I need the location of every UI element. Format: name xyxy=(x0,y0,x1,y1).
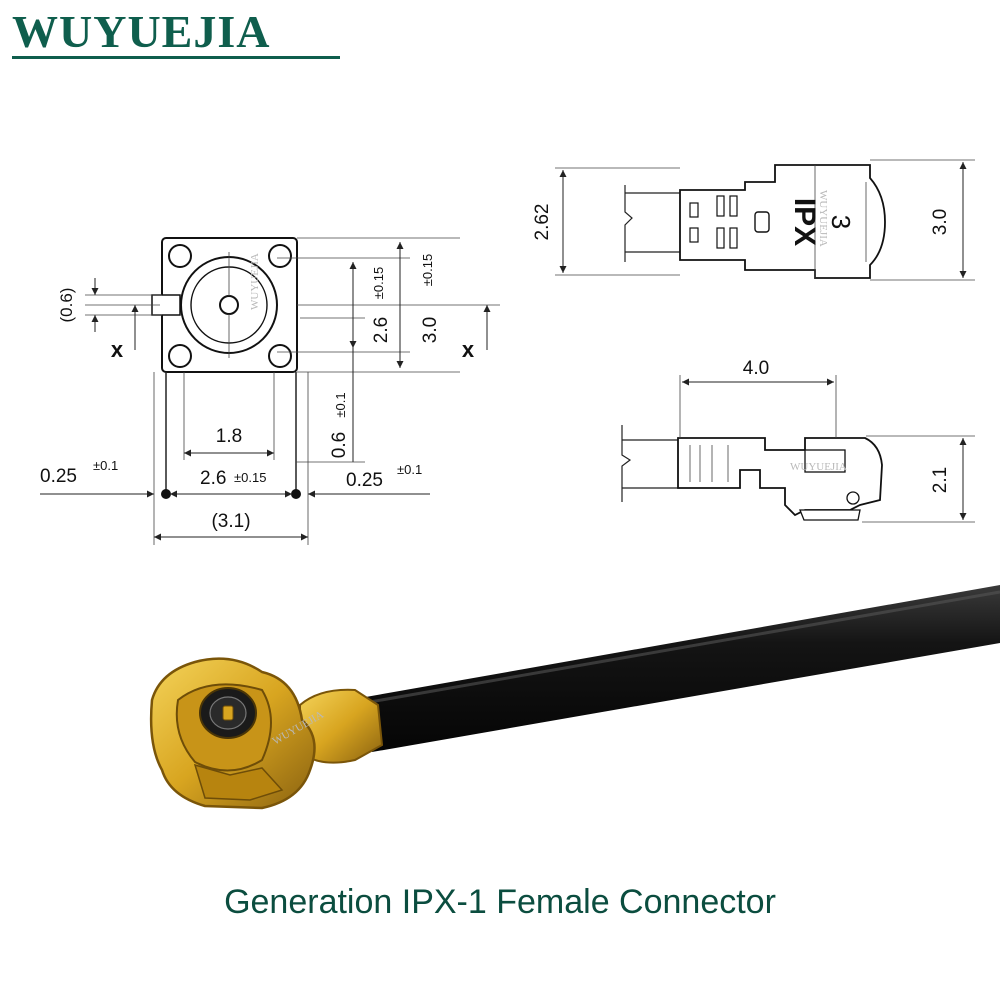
coax-cable xyxy=(360,585,1000,752)
dim-0-25-left: 0.25 xyxy=(40,466,77,487)
dim-1-8: 1.8 xyxy=(216,426,242,447)
dim-0-6: 0.6 xyxy=(329,432,350,458)
lead-dot-left xyxy=(161,489,171,499)
x-mark-right: x xyxy=(462,337,475,362)
dim-2-62: 2.62 xyxy=(532,204,553,241)
label-3: 3 xyxy=(826,215,856,229)
top-view-drawing: IPX 3 WUYUEJIA 2.62 3.0 xyxy=(532,159,975,281)
connector-photo: WUYUEJIA xyxy=(149,585,1000,810)
dim-3-0-top: 3.0 xyxy=(930,209,951,235)
dim-3-1-paren: (3.1) xyxy=(211,511,250,532)
caption: Generation IPX-1 Female Connector xyxy=(224,883,776,921)
dim-2-6-bottom-tol: ±0.15 xyxy=(234,470,266,485)
dim-0-25-right-tol: ±0.1 xyxy=(397,462,422,477)
corner-pad-bl xyxy=(168,344,192,368)
dim-0-6-tol: ±0.1 xyxy=(333,392,348,417)
dim-2-6: 2.6 xyxy=(371,317,392,343)
dim-2-1: 2.1 xyxy=(930,467,951,493)
dim-2-6-bottom: 2.6 xyxy=(200,468,226,489)
lead-dot-right xyxy=(291,489,301,499)
label-ipx: IPX xyxy=(788,198,821,246)
watermark-top-view: WUYUEJIA xyxy=(817,190,829,247)
dim-4-0: 4.0 xyxy=(743,358,769,379)
corner-pad-tr xyxy=(268,244,292,268)
dim-0-6-paren: (0.6) xyxy=(57,288,76,323)
dim-0-25-right: 0.25 xyxy=(346,470,383,491)
watermark-side-view: WUYUEJIA xyxy=(790,461,847,473)
dim-3-0-tol: ±0.15 xyxy=(420,254,435,286)
corner-pad-br xyxy=(268,344,292,368)
top-view-body xyxy=(679,164,886,279)
watermark-footprint: WUYUEJIA xyxy=(249,253,261,310)
x-mark-left: x xyxy=(111,337,124,362)
dim-2-6-tol: ±0.15 xyxy=(371,267,386,299)
side-view-drawing: WUYUEJIA 4.0 2.1 xyxy=(621,358,975,523)
footprint-drawing: (0.6) x 2.6 ±0.15 3.0 ±0.15 x 0.6 ±0.1 1… xyxy=(40,237,500,545)
center-pin xyxy=(219,295,239,315)
dim-0-25-left-tol: ±0.1 xyxy=(93,458,118,473)
brand-logo: WUYUEJIA xyxy=(12,6,271,57)
dim-3-0: 3.0 xyxy=(420,317,441,343)
corner-pad-tl xyxy=(168,244,192,268)
logo-underline xyxy=(12,56,340,59)
